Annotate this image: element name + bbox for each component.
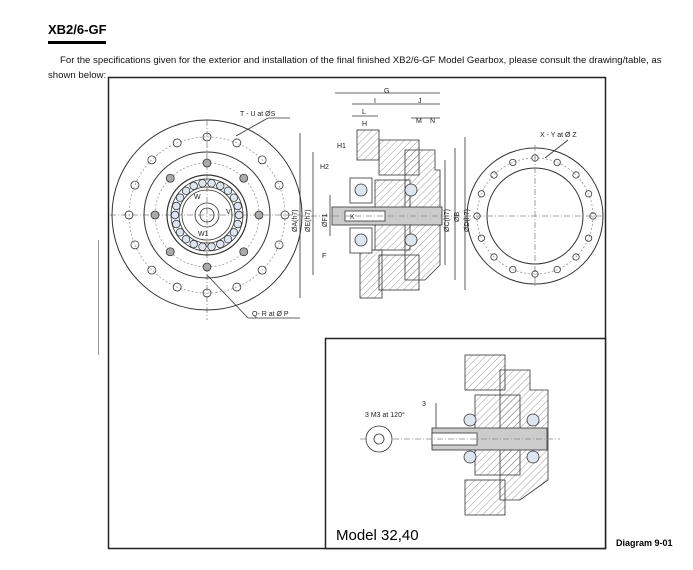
hole xyxy=(202,262,212,272)
hole xyxy=(477,190,486,198)
front-view xyxy=(110,117,303,320)
hole xyxy=(198,242,207,251)
hole xyxy=(509,158,517,167)
inset-title: Model 32,40 xyxy=(336,527,419,544)
inset-section-view xyxy=(360,354,560,516)
hole xyxy=(553,158,561,167)
hole xyxy=(165,173,175,183)
intro-paragraph: For the specifications given for the ext… xyxy=(48,55,662,81)
diagram-caption: Diagram 9-01 xyxy=(616,538,673,548)
dim-k: K xyxy=(350,214,355,221)
hole xyxy=(216,239,225,249)
hole xyxy=(147,265,157,275)
hole xyxy=(234,210,244,220)
dim-h: H xyxy=(362,121,367,128)
page-heading: XB2/6-GF xyxy=(48,22,107,37)
inset-dim: 3 xyxy=(422,401,426,408)
hole xyxy=(584,234,593,242)
hole xyxy=(490,171,498,179)
dim-j: J xyxy=(418,98,422,105)
hole xyxy=(172,219,181,229)
hole xyxy=(172,201,181,211)
hole xyxy=(229,228,239,237)
hole xyxy=(202,132,212,142)
dim-c: ØC(h7) xyxy=(444,209,451,232)
hole xyxy=(202,158,212,168)
hole xyxy=(274,180,284,190)
dim-w: W xyxy=(194,194,201,201)
hole xyxy=(509,265,517,274)
hole xyxy=(233,201,242,211)
hole xyxy=(531,270,539,278)
hole xyxy=(572,171,580,179)
hole xyxy=(172,282,182,292)
hole xyxy=(189,181,198,191)
hole xyxy=(254,210,264,220)
hole xyxy=(172,138,182,148)
dim-e: ØE(h7) xyxy=(305,209,312,232)
dim-n: N xyxy=(430,118,435,125)
hole xyxy=(477,234,486,242)
hole xyxy=(473,212,481,220)
hole xyxy=(181,186,191,196)
hole xyxy=(207,179,216,188)
hole xyxy=(189,239,198,249)
hole xyxy=(130,240,140,250)
hole xyxy=(150,210,160,220)
rear-view xyxy=(465,139,605,288)
hole xyxy=(257,265,267,275)
dim-h1: H1 xyxy=(337,143,346,150)
bolt-callout: T - U at ØS xyxy=(240,111,276,118)
hole xyxy=(216,181,225,191)
hole xyxy=(181,234,191,244)
hole xyxy=(257,155,267,165)
hole xyxy=(207,242,216,251)
hole xyxy=(531,154,539,162)
dim-g: G xyxy=(384,88,389,95)
dim-w1: W1 xyxy=(198,231,209,238)
hole xyxy=(589,212,597,220)
hole xyxy=(280,210,290,220)
rear-hole-callout: X - Y at Ø Z xyxy=(540,132,577,139)
hole xyxy=(553,265,561,274)
dim-a: ØA(h7) xyxy=(292,209,299,232)
hole xyxy=(233,219,242,229)
dim-f: F xyxy=(322,253,326,260)
hole xyxy=(202,288,212,298)
dim-v: V xyxy=(226,209,231,216)
hole xyxy=(239,173,249,183)
dim-m: M xyxy=(416,118,422,125)
hole xyxy=(165,247,175,257)
dim-i: I xyxy=(374,98,376,105)
hole xyxy=(198,179,207,188)
hole xyxy=(223,234,233,244)
dim-f1: ØF1 xyxy=(322,213,329,227)
dim-h2: H2 xyxy=(320,164,329,171)
hole xyxy=(124,210,134,220)
hole xyxy=(175,193,185,202)
hole xyxy=(229,193,239,202)
hole xyxy=(170,210,180,220)
hole xyxy=(223,186,233,196)
dim-b: ØB xyxy=(454,212,461,222)
hole xyxy=(232,282,242,292)
hole xyxy=(147,155,157,165)
hole xyxy=(239,247,249,257)
hole xyxy=(274,240,284,250)
section-view xyxy=(299,92,466,299)
dim-l: L xyxy=(362,109,366,116)
hole xyxy=(232,138,242,148)
hole xyxy=(130,180,140,190)
hole xyxy=(490,253,498,261)
hole xyxy=(584,190,593,198)
thread-callout: 3 M3 at 120° xyxy=(365,411,405,419)
heading-underline xyxy=(48,41,106,44)
hole xyxy=(175,228,185,237)
hole-callout: Q- R at Ø P xyxy=(252,311,289,318)
hole xyxy=(572,253,580,261)
margin-rule xyxy=(98,240,99,355)
